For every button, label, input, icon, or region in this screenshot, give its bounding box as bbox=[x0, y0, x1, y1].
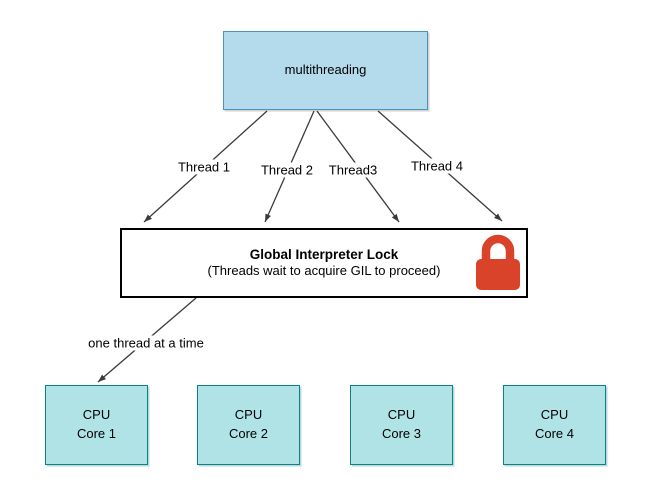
cpu-core-1-box: CPU Core 1 bbox=[45, 385, 148, 465]
gil-subtitle: (Threads wait to acquire GIL to proceed) bbox=[207, 263, 441, 279]
cpu-core-4-box: CPU Core 4 bbox=[503, 385, 606, 465]
cpu-core-2-line1: CPU bbox=[234, 407, 263, 423]
multithreading-label: multithreading bbox=[284, 62, 367, 78]
lock-icon bbox=[476, 234, 520, 290]
cpu-core-4-line2: Core 4 bbox=[534, 426, 575, 441]
gil-box: Global Interpreter Lock (Threads wait to… bbox=[120, 228, 528, 298]
cpu-core-1-line1: CPU bbox=[82, 407, 111, 423]
cpu-core-3-line1: CPU bbox=[387, 407, 416, 423]
cpu-core-4-line1: CPU bbox=[540, 407, 569, 423]
cpu-core-2-line2: Core 2 bbox=[228, 426, 269, 441]
thread-4-label: Thread 4 bbox=[408, 158, 466, 174]
thread-2-label: Thread 2 bbox=[258, 162, 316, 178]
thread-1-label: Thread 1 bbox=[175, 159, 233, 175]
multithreading-box: multithreading bbox=[223, 31, 428, 110]
cpu-core-3-line2: Core 3 bbox=[381, 426, 422, 441]
gil-title: Global Interpreter Lock bbox=[249, 246, 399, 262]
cpu-core-1-line2: Core 1 bbox=[76, 426, 117, 441]
one-thread-label: one thread at a time bbox=[86, 335, 206, 351]
cpu-core-3-box: CPU Core 3 bbox=[350, 385, 453, 465]
thread-3-label: Thread3 bbox=[326, 162, 380, 178]
cpu-core-2-box: CPU Core 2 bbox=[197, 385, 300, 465]
